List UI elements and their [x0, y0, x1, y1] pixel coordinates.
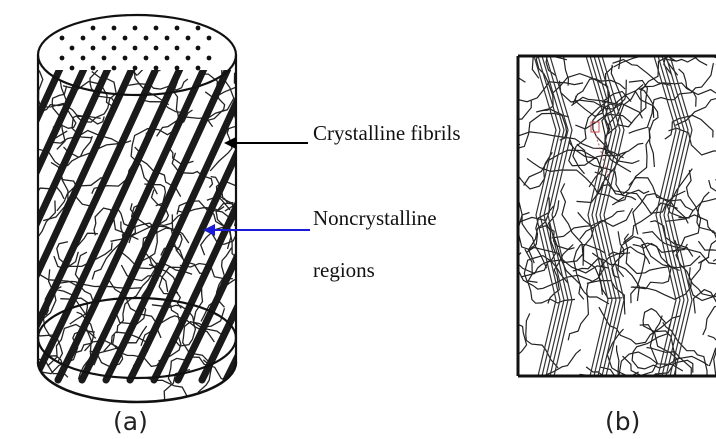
fibril-end-dot [175, 66, 180, 71]
tangle-strand [579, 345, 619, 386]
fibril-end-dot [207, 36, 212, 41]
fibril-end-dot [91, 66, 96, 71]
tangle-strand [493, 313, 527, 357]
tangle-strand [235, 331, 274, 357]
fibril-end-dot [81, 36, 86, 41]
tangle-strand [96, 48, 143, 75]
fibril-end-dot [154, 66, 159, 71]
fibril-end-dot [133, 46, 138, 51]
tangle-strand [483, 141, 515, 188]
fibril-end-dot [165, 36, 170, 41]
tangle-strand [6, 193, 30, 260]
helical-fibril [0, 60, 40, 380]
fibril-end-dots [60, 26, 212, 71]
fibril-end-dot [91, 46, 96, 51]
fibril-end-dot [102, 56, 107, 61]
noncrystalline-label-line2: regions [313, 258, 375, 282]
fibril-end-dot [196, 26, 201, 31]
tangle-strand [509, 0, 532, 82]
tangle-strand [0, 128, 34, 144]
tangle-strand [527, 0, 567, 60]
tangle-strand [640, 83, 716, 95]
fibril-end-dot [186, 56, 191, 61]
tangle-strand [561, 0, 600, 55]
tangle-strand [618, 237, 700, 277]
panel-b [445, 0, 716, 425]
tangle-strand [694, 279, 716, 313]
tangle-strand [709, 180, 716, 225]
noncrystalline-callout: Noncrystalline regions [203, 206, 437, 282]
tangle-strand [0, 364, 30, 389]
fibril-end-dot [112, 66, 117, 71]
fibril-end-dot [175, 26, 180, 31]
fibril-end-dot [186, 36, 191, 41]
fibril-end-dot [144, 56, 149, 61]
tangle-strand [631, 257, 709, 299]
tangle-strand [0, 186, 38, 207]
fibril-end-dot [133, 66, 138, 71]
fibril-end-dot [112, 46, 117, 51]
tangle-strand [574, 245, 609, 304]
helical-fibril [178, 60, 328, 380]
tangle-strand [619, 31, 659, 70]
caption-b: (b) [605, 407, 640, 436]
fibril-end-dot [81, 56, 86, 61]
tangle-strand [698, 235, 716, 263]
fibril-end-dot [175, 46, 180, 51]
fibril-end-dot [70, 46, 75, 51]
fibril-end-dot [60, 36, 65, 41]
fibril-end-dot [133, 26, 138, 31]
tangle-strand [0, 104, 43, 151]
fibril-end-dot [196, 46, 201, 51]
tangle-strand [675, 23, 711, 51]
tangle-strand [493, 82, 583, 102]
tangle-strand [28, 0, 72, 68]
tangle-strand [234, 113, 259, 190]
crystalline-callout: Crystalline fibrils [224, 121, 461, 149]
fibril-end-dot [165, 56, 170, 61]
tangle-strand [485, 83, 520, 145]
tangle-strand [682, 0, 713, 55]
fibril-end-dot [144, 36, 149, 41]
tangle-strand [0, 239, 37, 261]
caption-a: (a) [113, 407, 148, 436]
crystalline-fibrils-label: Crystalline fibrils [313, 121, 461, 145]
tangle-strand [679, 69, 697, 107]
tangle-strand [527, 159, 624, 201]
noncrystalline-label-line1: Noncrystalline [313, 206, 437, 230]
tangle-strand [668, 33, 716, 62]
fibril-end-dot [123, 56, 128, 61]
fibril-end-dot [102, 36, 107, 41]
fibril-end-dot [70, 66, 75, 71]
noncrystalline-network-b [445, 0, 716, 425]
fibril-end-dot [196, 66, 201, 71]
fibril-end-dot [123, 36, 128, 41]
fibril-end-dot [60, 56, 65, 61]
fibril-end-dot [112, 26, 117, 31]
fibril-end-dot [154, 26, 159, 31]
tangle-strand [0, 352, 35, 403]
fibril-end-dot [154, 46, 159, 51]
tangle-strand [672, 170, 700, 253]
fibril-end-dot [91, 26, 96, 31]
helical-fibril [0, 60, 16, 380]
fibril-end-dot [207, 56, 212, 61]
tangle-strand [709, 327, 716, 366]
tangle-strand [236, 324, 308, 358]
tangle-strand [689, 267, 716, 306]
tangle-strand [205, 81, 246, 96]
tangle-strand [234, 73, 289, 136]
